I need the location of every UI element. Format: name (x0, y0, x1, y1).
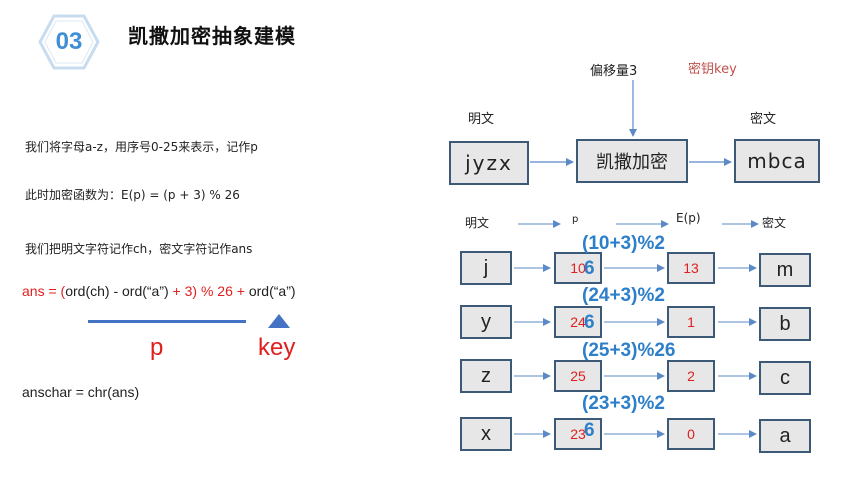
label-p: p (150, 334, 164, 361)
description-line-2: 此时加密函数为：E(p) = (p + 3) % 26 (25, 188, 240, 202)
ciphertext-box: mbca (734, 139, 820, 183)
key-label: 密钥key (688, 62, 737, 77)
table-cell-e: 1 (667, 306, 715, 338)
formula-part-1: ans = ( (22, 283, 66, 299)
p-underline (88, 320, 246, 323)
table-cell-p: 24 (554, 306, 602, 338)
calc-annotation-4a: (23+3)%2 (582, 393, 665, 414)
description-line-1: 我们将字母a-z，用序号0-25来表示，记作p (25, 140, 258, 154)
table-cell-e: 13 (667, 252, 715, 284)
table-cell-e: 2 (667, 360, 715, 392)
label-key: key (258, 334, 296, 361)
calc-annotation-4b: 6 (584, 420, 595, 441)
ciphertext-label: 密文 (750, 112, 777, 127)
table-cell-p: 25 (554, 360, 602, 392)
table-cell-plain: z (460, 359, 512, 393)
table-cell-cipher: b (759, 307, 811, 341)
calc-annotation-1a: (10+3)%2 (582, 233, 665, 254)
table-cell-cipher: a (759, 419, 811, 453)
table-cell-cipher: c (759, 361, 811, 395)
column-header-cipher: 密文 (762, 216, 787, 230)
hexagon-icon (38, 14, 100, 70)
table-cell-e: 0 (667, 418, 715, 450)
table-cell-plain: j (460, 251, 512, 285)
table-cell-p: 10 (554, 252, 602, 284)
section-number: 03 (55, 28, 83, 55)
formula-part-3: + 3) % 26 + (168, 283, 249, 299)
formula-part-2: ord(ch) - ord(“a”) (65, 283, 169, 299)
calc-annotation-2a: (24+3)%2 (582, 285, 665, 306)
offset-label: 偏移量3 (590, 64, 638, 79)
section-badge: 03 (38, 14, 100, 70)
column-header-p: p (572, 214, 579, 225)
calc-annotation-2b: 6 (584, 312, 595, 333)
column-header-plain: 明文 (465, 216, 490, 230)
table-cell-plain: y (460, 305, 512, 339)
formula-part-4: ord(“a”) (248, 283, 296, 299)
calc-annotation-3a: (25+3)%26 (582, 340, 676, 361)
table-cell-plain: x (460, 417, 512, 451)
page-title: 凯撒加密抽象建模 (128, 24, 296, 48)
plaintext-label: 明文 (468, 112, 495, 127)
table-cell-cipher: m (759, 253, 811, 287)
column-header-e: E(p) (676, 211, 701, 225)
caesar-process-box: 凯撒加密 (576, 139, 688, 183)
description-line-3: 我们把明文字符记作ch，密文字符记作ans (25, 242, 253, 256)
plaintext-box: jyzx (449, 141, 529, 185)
calc-annotation-1b: 6 (584, 258, 595, 279)
formula: ans = (ord(ch) - ord(“a”) + 3) % 26 + or… (22, 283, 296, 299)
anschar-formula: anschar = chr(ans) (22, 384, 140, 400)
triangle-up-icon (268, 314, 290, 328)
table-cell-p: 23 (554, 418, 602, 450)
